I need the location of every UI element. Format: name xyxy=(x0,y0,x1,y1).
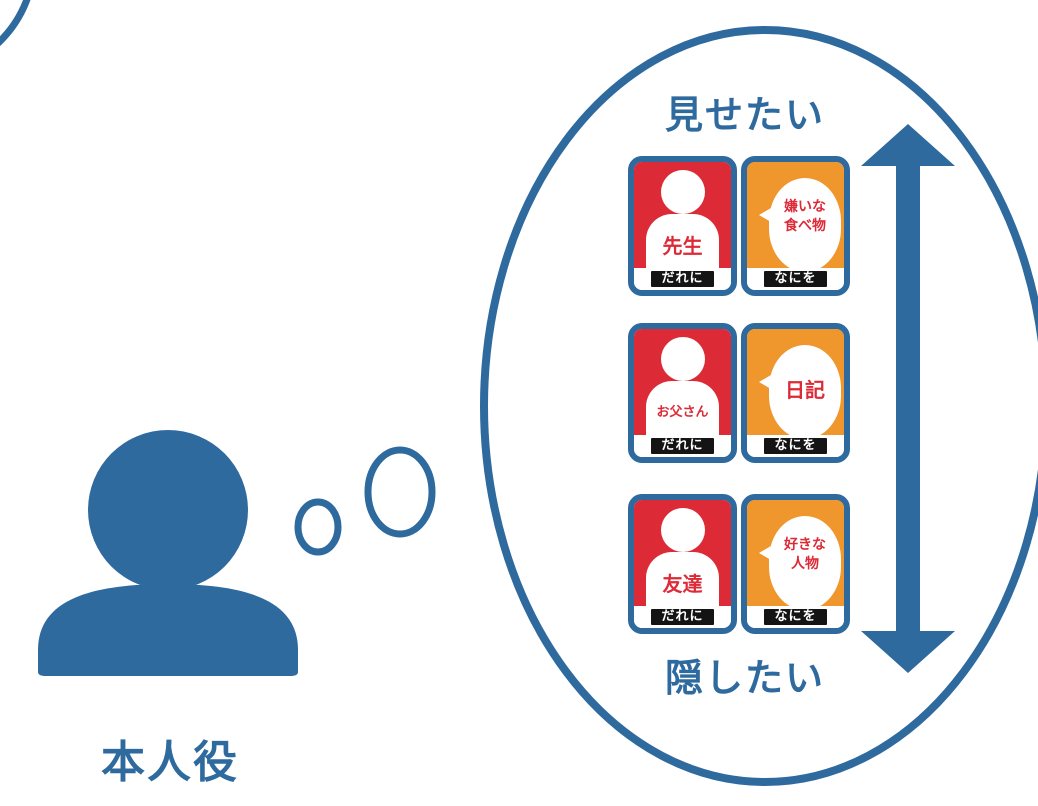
thought-bubble-icon xyxy=(294,446,436,556)
who-card-tag: だれに xyxy=(651,438,714,454)
who-card-tag: だれに xyxy=(651,609,714,625)
what-card-line2: 食べ物 xyxy=(784,217,826,234)
what-card-line1: 嫌いな xyxy=(784,199,826,215)
card-footer: だれに xyxy=(634,435,731,457)
who-card-text: 先生 xyxy=(662,234,703,258)
speech-bubble-tail xyxy=(759,208,771,222)
scale-top-label: 見せたい xyxy=(664,93,825,137)
card-footer: だれに xyxy=(634,606,731,628)
what-card-tag: なにを xyxy=(764,609,827,625)
speech-bubble-tail xyxy=(759,546,771,560)
person-body-shape: 先生 xyxy=(646,214,719,272)
what-card-line1: 日記 xyxy=(785,378,825,402)
what-card: 嫌いな 食べ物 なにを xyxy=(741,156,850,296)
what-card-tag: なにを xyxy=(764,438,827,454)
person-body-shape: 友達 xyxy=(646,552,719,610)
person-head-icon xyxy=(661,337,705,381)
who-card-tag: だれに xyxy=(651,271,714,287)
speech-bubble-icon: 日記 xyxy=(769,345,841,439)
card-footer: なにを xyxy=(747,435,844,457)
who-card: 友達 だれに xyxy=(628,494,737,634)
card-face: 先生 xyxy=(634,162,731,272)
what-card-line1: 好きな xyxy=(784,537,826,553)
card-face: 日記 xyxy=(747,329,844,439)
card-face: お父さん xyxy=(634,329,731,439)
who-card: 先生 だれに xyxy=(628,156,737,296)
double-arrow-vertical-icon xyxy=(861,124,955,673)
thought-ellipse xyxy=(480,26,1038,786)
card-footer: だれに xyxy=(634,268,731,290)
what-card: 日記 なにを xyxy=(741,323,850,463)
person-head-icon xyxy=(661,508,705,552)
corner-circle-decoration xyxy=(0,0,31,47)
person-icon xyxy=(38,430,298,676)
who-card: お父さん だれに xyxy=(628,323,737,463)
speech-bubble-icon: 嫌いな 食べ物 xyxy=(769,178,841,272)
speech-bubble-icon: 好きな 人物 xyxy=(769,516,841,610)
what-card-line2: 人物 xyxy=(791,555,819,572)
card-face: 嫌いな 食べ物 xyxy=(747,162,844,272)
what-card: 好きな 人物 なにを xyxy=(741,494,850,634)
what-card-tag: なにを xyxy=(764,271,827,287)
card-footer: なにを xyxy=(747,606,844,628)
who-card-text: お父さん xyxy=(656,405,709,420)
scale-bottom-label: 隠したい xyxy=(664,656,825,700)
card-footer: なにを xyxy=(747,268,844,290)
person-body-shape: お父さん xyxy=(646,381,719,439)
person-label: 本人役 xyxy=(101,737,239,788)
person-head-icon xyxy=(661,170,705,214)
card-face: 好きな 人物 xyxy=(747,500,844,610)
card-face: 友達 xyxy=(634,500,731,610)
who-card-text: 友達 xyxy=(662,572,703,596)
speech-bubble-tail xyxy=(759,375,771,389)
